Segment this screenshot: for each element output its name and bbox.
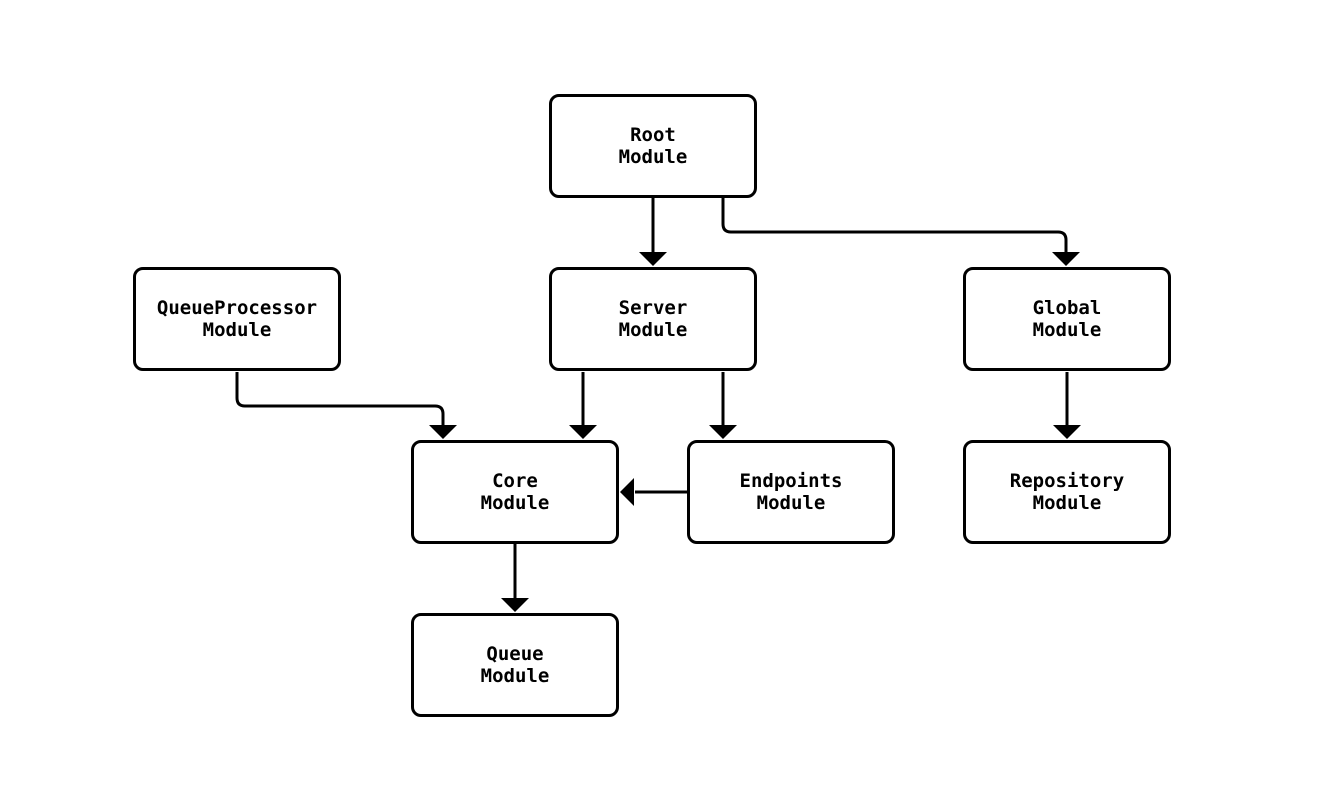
edge-queueprocessor-to-core bbox=[235, 372, 457, 439]
node-repository-module: Repository Module bbox=[963, 440, 1171, 544]
edge-root-to-server bbox=[639, 198, 667, 266]
node-core-module: Core Module bbox=[411, 440, 619, 544]
edge-server-to-core bbox=[569, 372, 597, 439]
node-endpoints-module: Endpoints Module bbox=[687, 440, 895, 544]
node-global-module-label: Global Module bbox=[1032, 297, 1102, 341]
node-endpoints-module-label: Endpoints Module bbox=[739, 470, 843, 514]
edge-global-to-repository bbox=[1053, 372, 1081, 439]
node-core-module-label: Core Module bbox=[480, 470, 550, 514]
node-root-module: Root Module bbox=[549, 94, 757, 198]
node-queueprocessor-module: QueueProcessor Module bbox=[133, 267, 341, 371]
node-server-module: Server Module bbox=[549, 267, 757, 371]
node-global-module: Global Module bbox=[963, 267, 1171, 371]
node-repository-module-label: Repository Module bbox=[1009, 470, 1125, 514]
edge-endpoints-to-core bbox=[620, 478, 687, 506]
edge-core-to-queue bbox=[501, 544, 529, 612]
edge-server-to-endpoints bbox=[709, 372, 737, 439]
node-queue-module-label: Queue Module bbox=[480, 643, 550, 687]
node-queue-module: Queue Module bbox=[411, 613, 619, 717]
node-root-module-label: Root Module bbox=[618, 124, 688, 168]
node-server-module-label: Server Module bbox=[618, 297, 688, 341]
node-queueprocessor-module-label: QueueProcessor Module bbox=[156, 297, 318, 341]
edge-root-to-global bbox=[721, 198, 1080, 266]
